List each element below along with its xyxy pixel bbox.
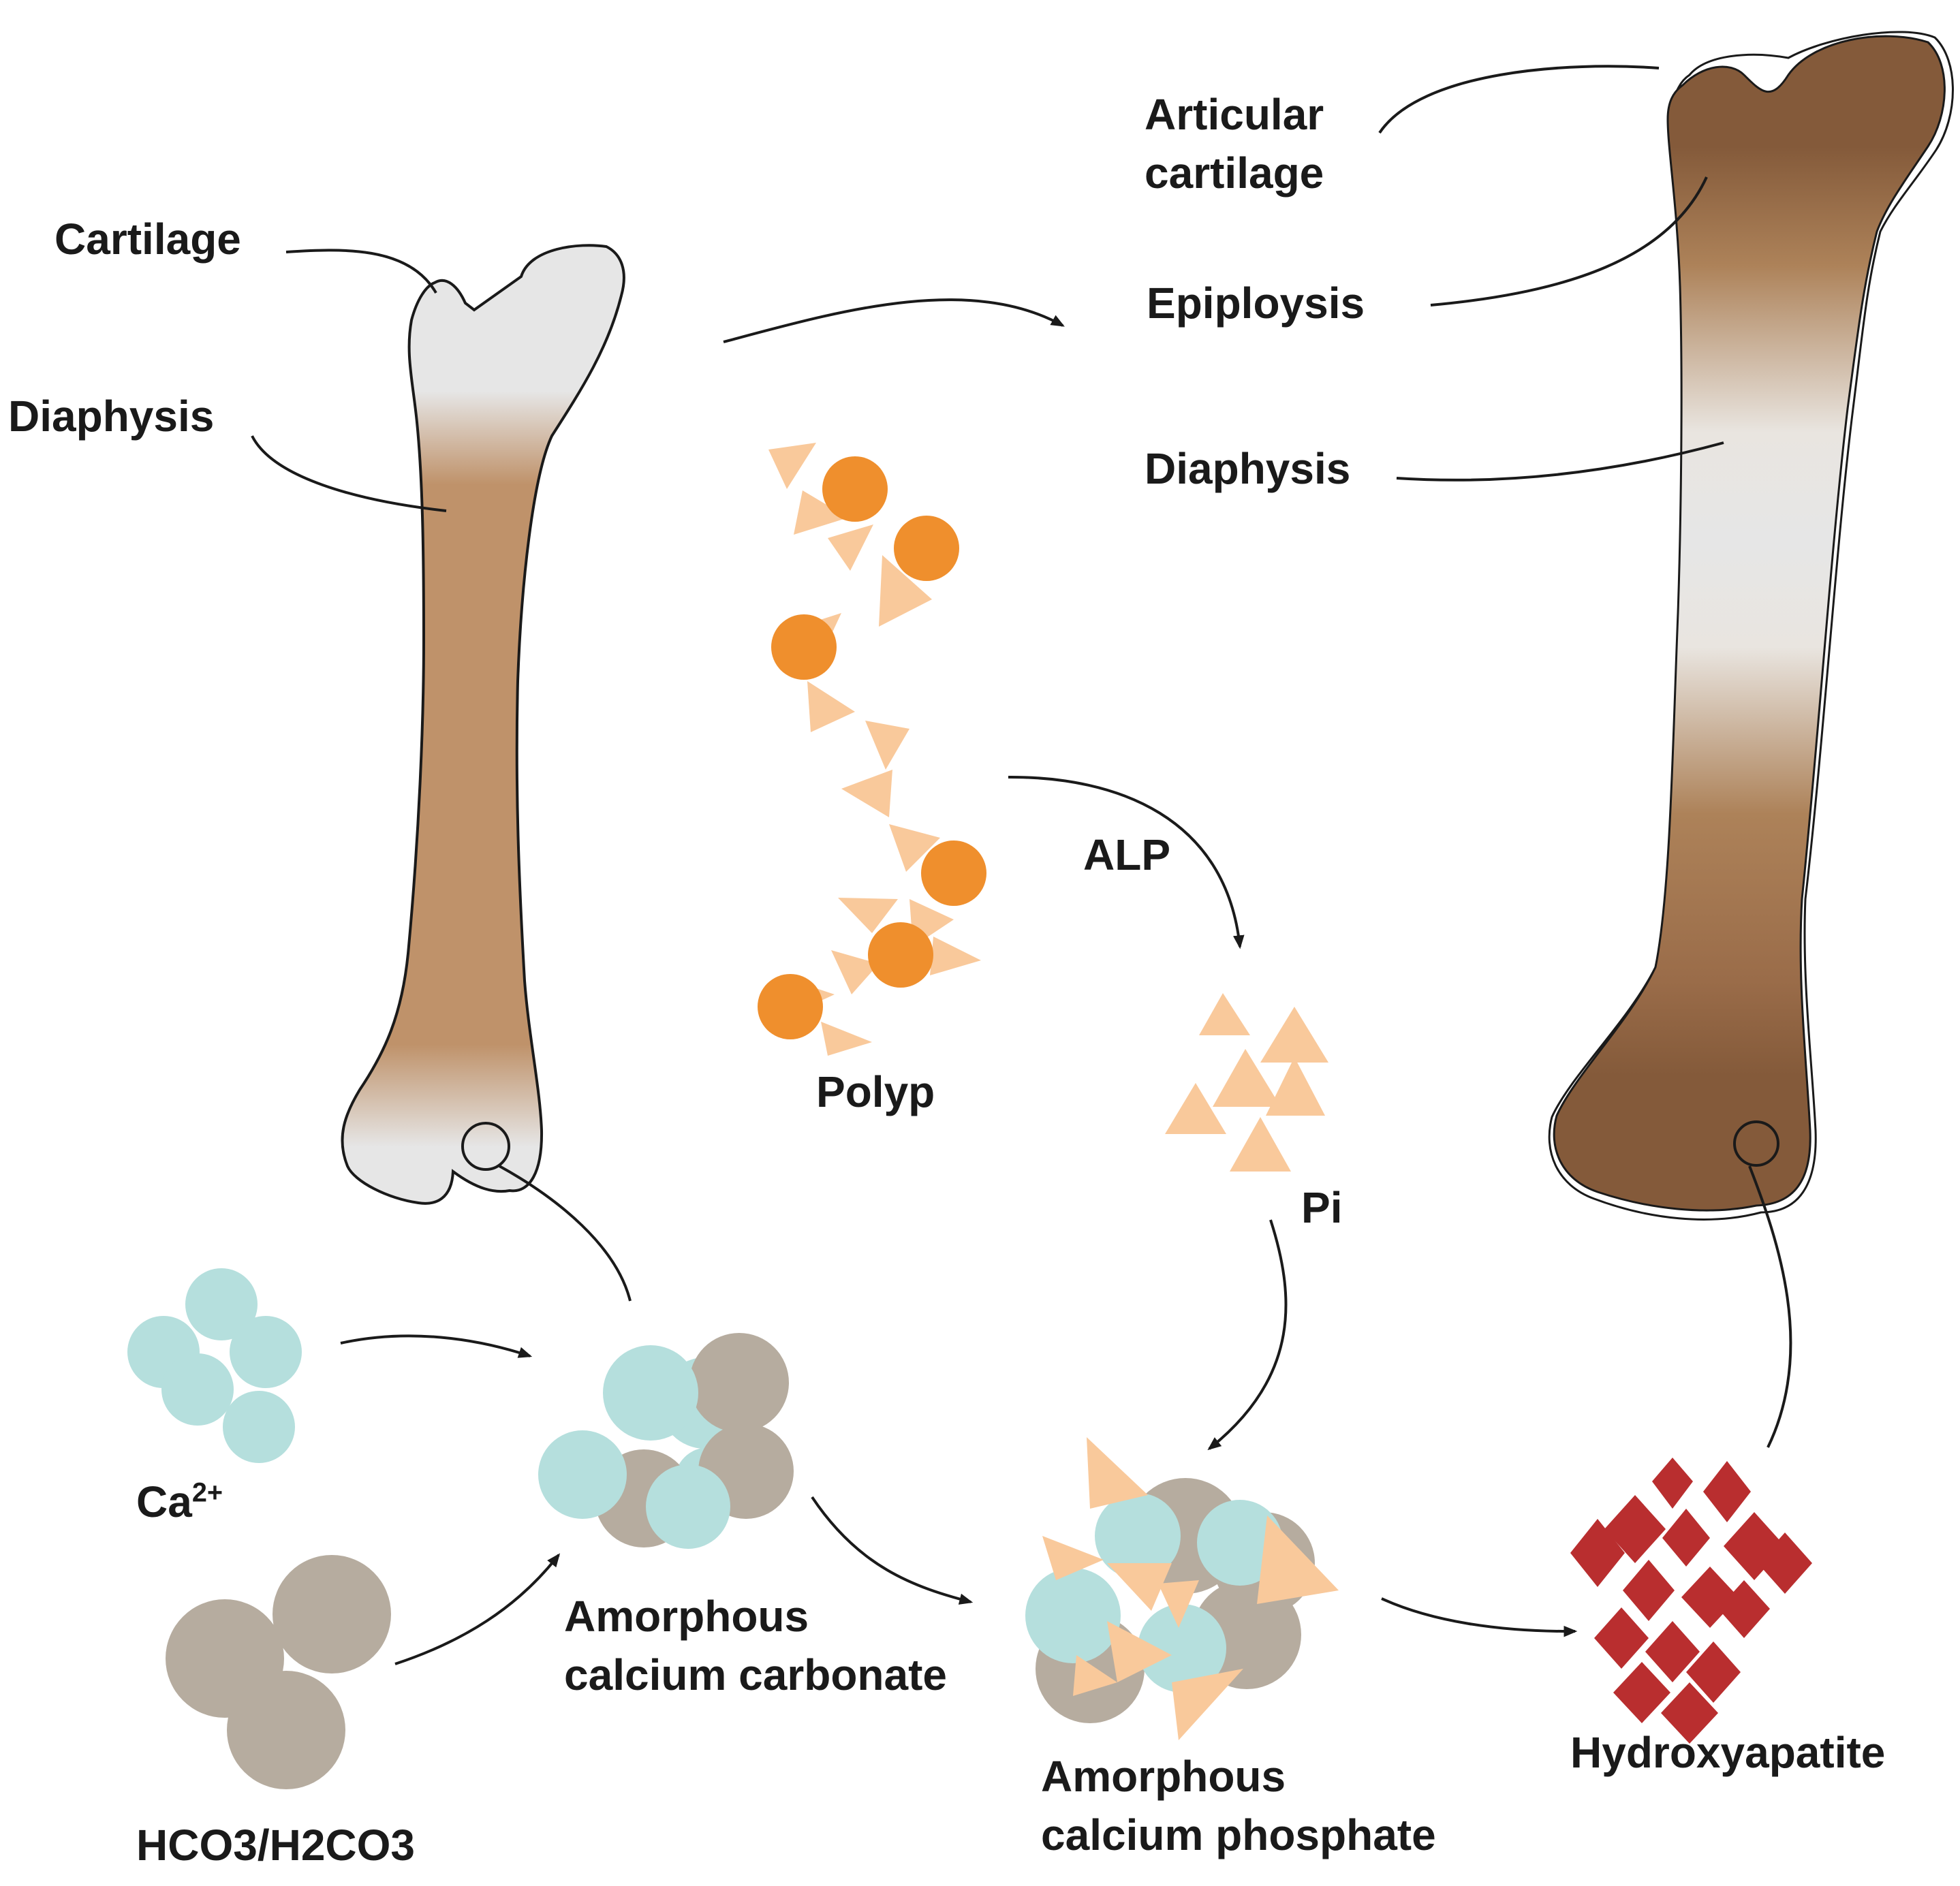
label-acp: Amorphous calcium phosphate: [1041, 1747, 1436, 1865]
label-calcium: Ca2+: [136, 1473, 223, 1531]
label-articular-line2: cartilage: [1145, 148, 1324, 198]
leader-lines: [251, 65, 1792, 1448]
label-acp-line2: calcium phosphate: [1041, 1810, 1436, 1860]
label-acc-line2: calcium carbonate: [564, 1650, 947, 1700]
label-calcium-base: Ca: [136, 1477, 192, 1526]
arrow-bone-growth: [723, 298, 1065, 343]
label-cartilage: Cartilage: [55, 215, 241, 264]
arrow-alp: [1008, 775, 1245, 949]
label-articular-cartilage: Articular cartilage: [1145, 85, 1324, 203]
label-diaphysis-right: Diaphysis: [1145, 444, 1351, 493]
label-hydroxyapatite: Hydroxyapatite: [1570, 1728, 1886, 1777]
young-bone-detail-circle: [461, 1122, 510, 1171]
acc-cluster: [538, 1333, 794, 1549]
label-articular-line1: Articular: [1145, 90, 1324, 139]
leader-cartilage: [285, 249, 437, 294]
young-bone: [341, 244, 625, 1205]
label-pi: Pi: [1301, 1183, 1343, 1232]
process-arrows: [340, 298, 1578, 1665]
pi-triangles: [1165, 993, 1328, 1172]
arrow-acc: [811, 1496, 974, 1605]
arrow-acp: [1381, 1597, 1578, 1637]
hydroxyapatite-crystals: [1570, 1458, 1812, 1744]
calcium-ions: [127, 1268, 302, 1463]
label-epiploysis: Epiploysis: [1147, 279, 1365, 328]
arrow-carbonate: [394, 1553, 561, 1665]
leader-mature-circle: [1748, 1165, 1792, 1448]
leader-diaphysis-right: [1396, 441, 1724, 482]
leader-young-circle: [499, 1165, 632, 1302]
acp-cluster: [1025, 1437, 1339, 1740]
label-acp-line1: Amorphous: [1041, 1752, 1286, 1801]
label-acc-line1: Amorphous: [564, 1592, 809, 1641]
arrow-calcium: [340, 1334, 533, 1358]
leader-articular: [1378, 65, 1660, 134]
label-bicarbonate: HCO3/H2CO3: [136, 1821, 415, 1870]
label-polyp: Polyp: [816, 1067, 935, 1116]
label-alp: ALP: [1083, 830, 1170, 879]
leader-epiploysis: [1430, 176, 1708, 307]
mature-bone: [1553, 35, 1946, 1212]
label-calcium-charge: 2+: [191, 1477, 223, 1508]
leader-diaphysis-left: [251, 435, 447, 512]
polyp-chain: [758, 443, 986, 1056]
label-diaphysis-left: Diaphysis: [8, 392, 215, 441]
label-acc: Amorphous calcium carbonate: [564, 1587, 947, 1705]
arrow-pi: [1207, 1219, 1288, 1451]
mature-bone-detail-circle: [1733, 1120, 1779, 1167]
carbonate-ions: [166, 1555, 391, 1789]
